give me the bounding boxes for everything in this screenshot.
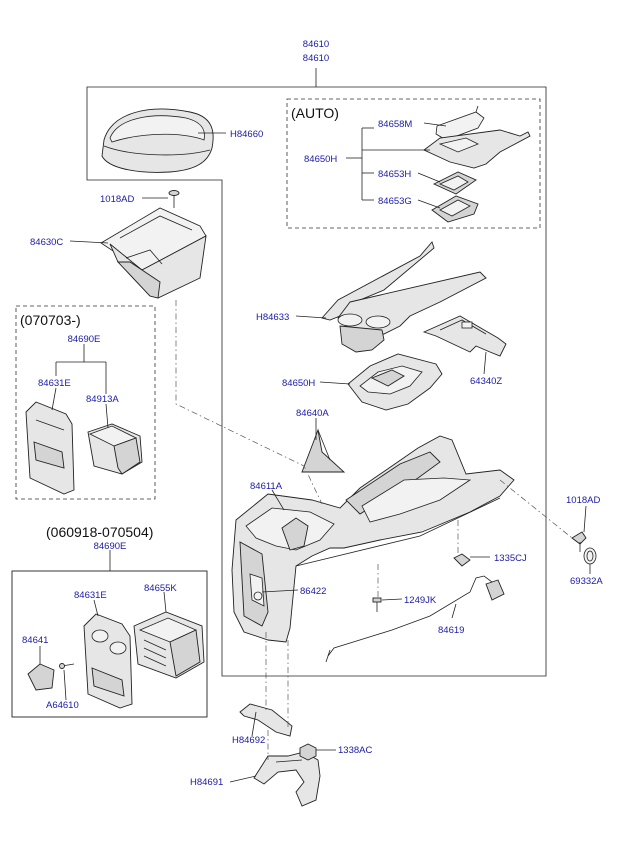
label-top-84610-b: 84610 [303,53,329,64]
label-top-84610-a: 84610 [303,39,329,50]
leader-84630c [69,240,109,244]
leader-84650h-mid [319,381,351,385]
armrest-lid-part [101,108,214,173]
pin-86422 [253,591,263,601]
leader-84631e-a [51,387,57,411]
screw-1018ad-right [571,531,587,552]
clip-1335cj [453,553,471,567]
leader-h84633 [295,315,327,319]
label-a64610: A64610 [46,700,79,711]
label-84655k: 84655K [144,583,177,594]
label-group-070703: (070703-) [20,312,81,328]
guide-box-to-console [175,300,323,505]
group-060918-box [11,570,208,718]
bracket-h84691 [253,751,321,807]
indicator-84653h [432,171,477,195]
label-86422: 86422 [300,586,326,597]
label-1249jk: 1249JK [404,595,437,606]
auto-group-box [286,98,541,229]
label-84653h: 84653H [378,169,411,180]
storage-box-part [100,207,207,299]
leader-84619 [451,603,457,619]
leader-84655k [163,591,167,613]
label-h84660: H84660 [230,129,263,140]
indicator-84653g [431,195,479,223]
label-1338ac: 1338AC [338,745,372,756]
label-84690e-a: 84690E [68,334,101,345]
leader-1249jk [381,598,403,601]
panel-84631e-a [25,401,75,495]
leader-1018ad-right [583,505,587,533]
label-84640a: 84640A [296,408,329,419]
pocket-84913a [87,423,143,475]
cup-holder-84650h [347,353,443,411]
leader-84653h [417,172,441,183]
leader-h84692 [251,711,257,737]
label-84631e-a: 84631E [38,378,71,389]
label-1018ad-left: 1018AD [100,194,134,205]
cover-84640a [301,428,346,473]
floor-console-84611a [231,435,515,643]
label-group-060918: (060918-070504) [46,524,153,540]
label-84658m: 84658M [378,119,412,130]
label-1335cj: 1335CJ [494,553,527,564]
label-84653g: 84653G [378,196,412,207]
knob-84641 [27,663,55,691]
panel-84631e-b [83,613,133,709]
guide-right-screw [499,479,573,539]
leader-84658m [423,122,447,127]
bracket-h84692 [239,703,293,737]
label-h84633: H84633 [256,312,289,323]
label-h84691: H84691 [190,777,223,788]
label-84650h-top: 84650H [304,154,337,165]
console-upper-h84633 [321,241,487,353]
leader-h84691 [229,775,257,783]
leader-84913a [105,403,109,429]
label-64340z: 64340Z [470,376,502,387]
bolt-1249jk [372,597,382,612]
screw-a64610 [59,663,75,669]
label-84611a: 84611A [250,481,283,492]
assembly-frame [86,68,547,677]
leader-84631e-b [93,599,99,617]
leader-a64610 [63,669,67,701]
label-69332a: 69332A [570,576,603,587]
leader-84653g [417,199,441,209]
label-84690e-b: 84690E [94,541,127,552]
nut-1338ac [299,743,317,761]
label-84630c: 84630C [30,237,63,248]
shift-boot-84658m [435,105,485,141]
label-84619: 84619 [438,625,464,636]
label-84631e-b: 84631E [74,590,107,601]
label-auto-group: (AUTO) [291,105,339,121]
leader-84611a [271,489,285,511]
leader-64340z [483,351,487,375]
shift-bezel-84650h-top [423,129,531,169]
group-070703-box [15,305,156,500]
cap-69332a [583,547,597,565]
label-1018ad-right: 1018AD [566,495,600,506]
label-84913a: 84913A [86,394,119,405]
tray-84655k [133,611,205,679]
label-h84692: H84692 [232,735,265,746]
bracket-64340z [422,315,507,357]
label-84641: 84641 [22,635,48,646]
leader-86422 [261,589,299,593]
label-84650h-mid: 84650H [282,378,315,389]
screw-1018ad-left [168,190,180,208]
harness-84619 [325,575,505,663]
